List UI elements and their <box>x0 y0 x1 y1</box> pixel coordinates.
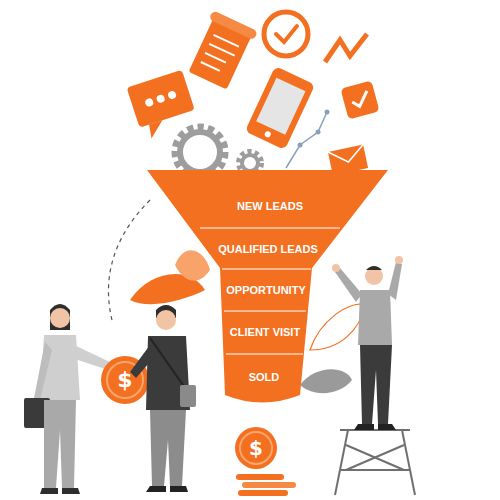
stage-label: SOLD <box>249 371 280 384</box>
funnel-band: NEW LEADS <box>180 192 360 220</box>
woman-figure <box>24 304 110 494</box>
stage-label: OPPORTUNITY <box>226 284 305 297</box>
leaf <box>300 369 352 393</box>
currency-symbol: $ <box>105 366 145 394</box>
clock-icon <box>264 12 308 56</box>
funnel-band: QUALIFIED LEADS <box>207 235 329 263</box>
stage-label: CLIENT VISIT <box>230 326 300 339</box>
funnel-band: CLIENT VISIT <box>224 318 306 346</box>
coin-stack <box>235 427 296 496</box>
band-separators <box>200 228 340 354</box>
phone-icon <box>245 66 315 150</box>
stage-label: NEW LEADS <box>237 200 303 213</box>
check-icon <box>340 80 379 119</box>
funnel-band: SOLD <box>226 362 302 392</box>
gear-icon <box>176 128 261 176</box>
man-on-ladder <box>332 256 403 430</box>
chart-line <box>286 110 330 169</box>
document-icon <box>185 10 258 91</box>
currency-symbol: $ <box>238 435 274 461</box>
funnel-band: OPPORTUNITY <box>222 276 310 304</box>
ladder <box>335 430 415 495</box>
stage-label: QUALIFIED LEADS <box>218 243 318 256</box>
leaf-outline <box>310 304 365 350</box>
leaf <box>175 250 210 281</box>
zigzag-icon <box>325 34 367 62</box>
man-figure <box>130 305 196 492</box>
